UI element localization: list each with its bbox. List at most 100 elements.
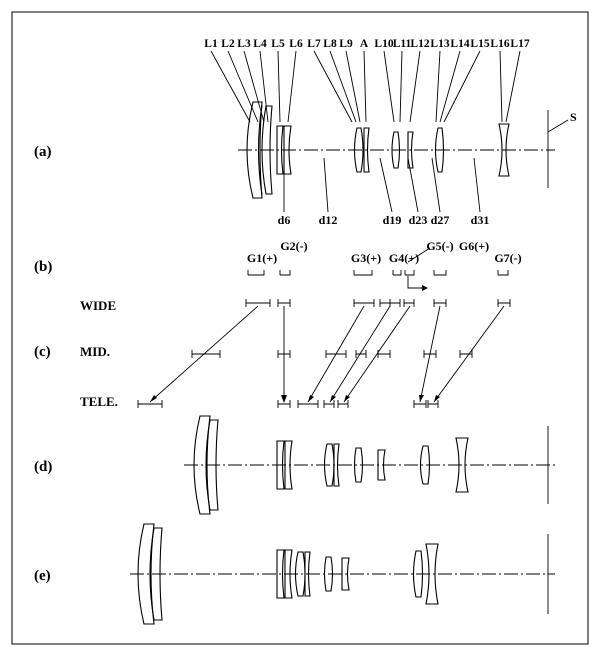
lens-label-leader	[409, 50, 421, 123]
lens-label: L17	[510, 38, 529, 50]
spacing-label: d19	[383, 213, 402, 227]
lens-label: L1	[204, 38, 218, 50]
zoom-tick	[355, 350, 367, 358]
lens-element	[391, 131, 401, 169]
lens-label-leader	[443, 50, 481, 123]
movement-path-g4b	[343, 305, 411, 403]
group-bracket	[497, 270, 509, 276]
zoom-position-ticks	[137, 299, 511, 408]
panel-c-label: (c)	[34, 344, 51, 360]
zoom-tick	[427, 400, 439, 408]
group-label: G4(+)	[389, 251, 419, 265]
lens-element	[137, 523, 155, 625]
lens-element	[276, 440, 285, 490]
group-label: G1(+)	[247, 251, 277, 265]
lens-element	[323, 556, 334, 592]
lens-element	[284, 440, 293, 490]
zoom-tick	[433, 299, 447, 307]
lens-element	[294, 551, 306, 597]
group-bracket	[279, 270, 291, 276]
lens-label-leader	[505, 50, 521, 123]
zoom-tick	[459, 350, 473, 358]
lens-element	[425, 543, 439, 605]
lens-element	[149, 527, 163, 621]
zoom-wide-label: WIDE	[80, 298, 116, 313]
zoom-tick	[353, 299, 375, 307]
zoom-tick	[377, 350, 391, 358]
lens-label-leader	[399, 50, 403, 123]
lens-element	[257, 104, 263, 196]
stop-arrow-head	[422, 285, 428, 291]
panel-e-label: (e)	[34, 568, 51, 584]
group-bracket	[353, 270, 373, 276]
figure-border	[11, 11, 589, 645]
lens-element	[205, 419, 219, 511]
spacing-leader	[407, 157, 419, 213]
lens-label-leader	[287, 50, 297, 123]
spacing-label: d6	[278, 213, 291, 227]
zoom-tick	[297, 400, 319, 408]
group-bracket	[433, 270, 447, 276]
panel-a-label: (a)	[34, 144, 52, 160]
zoom-tick	[245, 299, 271, 307]
group-bracket	[392, 270, 402, 276]
spacing-leader	[379, 157, 393, 213]
movement-path-g6	[433, 305, 505, 403]
group-movement-paths	[149, 305, 505, 403]
group-bracket	[404, 270, 415, 276]
group-bracket	[247, 270, 265, 276]
movement-path-g4	[329, 305, 391, 403]
movement-path-g5	[419, 305, 441, 403]
lens-element	[304, 551, 311, 597]
lens-label: L2	[221, 38, 235, 50]
lens-label: A	[360, 38, 369, 50]
zoom-tick	[337, 400, 349, 408]
group-label: G2(-)	[280, 239, 307, 253]
lens-label-leaders	[210, 50, 521, 123]
spacing-label: d12	[319, 213, 338, 227]
group-label: G5(-)	[426, 239, 453, 253]
lens-elements-a	[246, 101, 510, 199]
lens-element	[261, 105, 273, 195]
group-label: G3(+)	[351, 251, 381, 265]
lens-label: L16	[490, 38, 509, 50]
spacing-leader	[323, 157, 329, 213]
lens-label: L7	[307, 38, 321, 50]
panel-b-label: (b)	[34, 259, 52, 275]
lens-label: L13	[430, 38, 449, 50]
zoom-tick	[191, 350, 221, 358]
movement-arrowhead	[308, 395, 314, 402]
spacing-leader	[431, 157, 441, 213]
lens-label: L15	[470, 38, 489, 50]
lens-label: L9	[339, 38, 353, 50]
group-brackets-b	[247, 247, 509, 291]
lens-element	[353, 447, 364, 483]
lens-label-leader	[345, 50, 361, 123]
lens-element	[323, 443, 335, 487]
lens-label: L6	[289, 38, 303, 50]
lens-element	[455, 437, 469, 493]
lens-element	[333, 443, 340, 487]
movement-arrowhead	[150, 395, 157, 402]
lens-element	[377, 449, 386, 481]
movement-arrowhead	[281, 395, 287, 403]
lens-label: L12	[410, 38, 429, 50]
group-label: G7(-)	[494, 251, 521, 265]
lens-label-leader	[313, 50, 353, 123]
lens-element	[353, 127, 364, 173]
zoom-tick	[497, 299, 511, 307]
movement-arrowhead	[344, 395, 350, 402]
lens-label-leader	[277, 50, 281, 123]
spacing-leader	[473, 157, 481, 213]
lens-label-leader	[259, 50, 269, 123]
spacing-label: d31	[471, 213, 490, 227]
group-label: G6(+)	[459, 239, 489, 253]
lens-element	[407, 131, 414, 169]
image-plane-label: S	[570, 110, 577, 124]
lens-label-leader	[329, 50, 357, 123]
lens-label: L3	[237, 38, 251, 50]
lens-element	[283, 125, 292, 175]
